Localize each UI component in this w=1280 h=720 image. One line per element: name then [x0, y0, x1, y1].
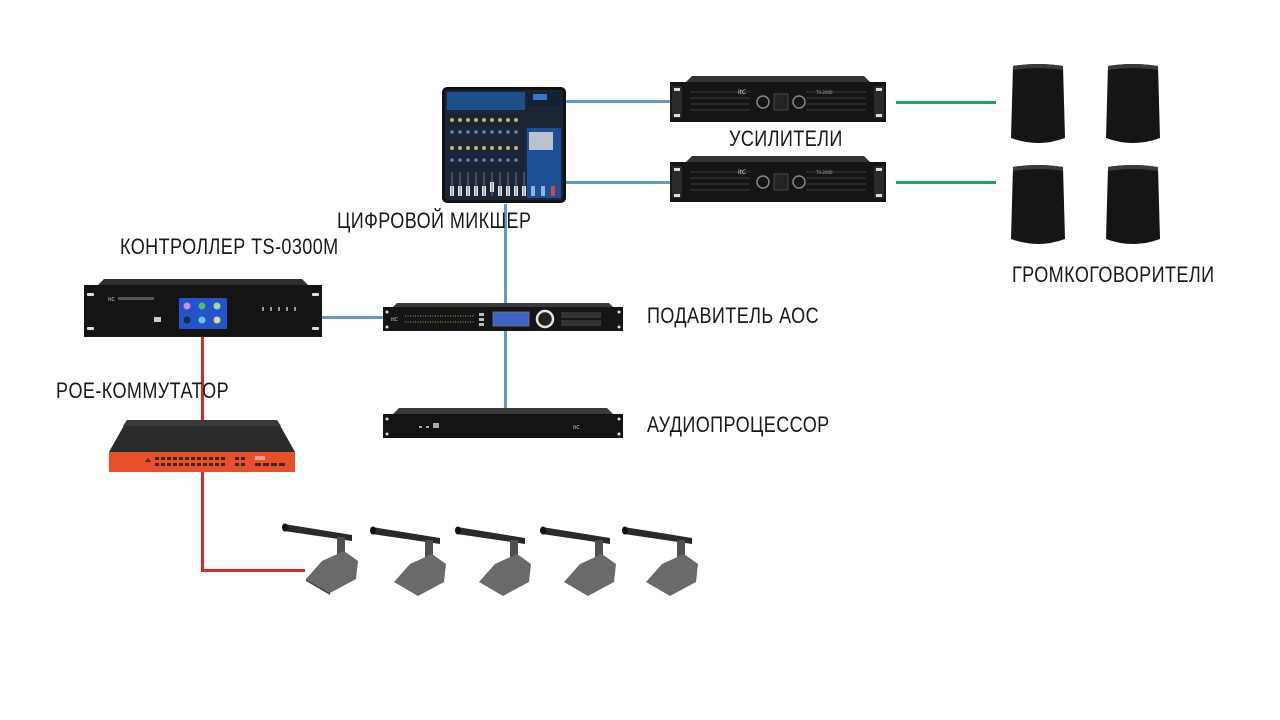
- amplifiers-label: Усилители: [729, 126, 843, 151]
- mixer-icon: [442, 87, 566, 203]
- cable-amp2-speakers: [896, 181, 996, 184]
- microphone-4[interactable]: [540, 524, 618, 598]
- cable-amp1-speakers: [896, 101, 996, 104]
- cable-switch-mic-vertical: [201, 470, 204, 571]
- svg-text:TS-2000: TS-2000: [815, 170, 833, 175]
- cable-mixer-suppressor: [504, 204, 507, 304]
- amplifier-icon: itC TS-2000: [670, 76, 886, 122]
- feedback-suppressor-label: Подавитель АОС: [647, 303, 820, 328]
- digital-mixer[interactable]: [441, 86, 567, 204]
- amplifier-2[interactable]: itC TS-2000: [670, 156, 886, 202]
- amplifier-1[interactable]: itC TS-2000: [670, 76, 886, 122]
- speaker-1[interactable]: [1010, 62, 1066, 146]
- speaker-3[interactable]: [1010, 163, 1066, 247]
- controller-ts-0300m[interactable]: itC: [84, 279, 322, 337]
- speaker-icon: [1106, 64, 1160, 143]
- cable-mixer-amp1: [566, 100, 672, 103]
- conference-microphone-icon: [455, 526, 531, 596]
- cable-suppressor-processor: [504, 330, 507, 410]
- speakers-label: Громкоговорители: [1012, 262, 1215, 287]
- speaker-icon: [1011, 64, 1065, 143]
- speaker-icon: [1106, 165, 1160, 244]
- poe-switch-label: PoE-коммутатор: [56, 378, 230, 403]
- svg-text:itC: itC: [738, 89, 746, 96]
- speaker-icon: [1011, 165, 1065, 244]
- conference-microphone-icon: [622, 526, 698, 596]
- cable-mixer-amp2: [566, 181, 672, 184]
- cable-switch-mic-horizontal: [201, 569, 305, 572]
- feedback-suppressor-icon: itC: [383, 303, 623, 331]
- svg-text:TS-2000: TS-2000: [815, 90, 833, 95]
- audio-processor-label: Аудиопроцессор: [647, 412, 830, 437]
- microphone-1[interactable]: [282, 521, 360, 595]
- svg-text:itC: itC: [573, 425, 580, 431]
- conference-microphone-icon: [370, 526, 446, 596]
- controller-label: Контроллер TS-0300M: [120, 234, 339, 259]
- conference-microphone-icon: [540, 526, 616, 596]
- conference-microphone-icon: [282, 523, 358, 595]
- feedback-suppressor[interactable]: itC: [383, 303, 623, 331]
- svg-text:itC: itC: [108, 297, 115, 303]
- svg-text:itC: itC: [391, 317, 398, 323]
- network-switch-icon: [109, 420, 295, 472]
- cable-controller-suppressor: [320, 316, 386, 319]
- speaker-2[interactable]: [1105, 62, 1161, 146]
- audio-processor[interactable]: itC: [383, 408, 623, 438]
- svg-text:itC: itC: [738, 169, 746, 176]
- microphone-3[interactable]: [455, 524, 533, 598]
- audio-processor-icon: itC: [383, 408, 623, 438]
- amplifier-icon: itC TS-2000: [670, 156, 886, 202]
- microphone-5[interactable]: [622, 524, 700, 598]
- poe-switch[interactable]: [109, 420, 295, 472]
- microphone-2[interactable]: [370, 524, 448, 598]
- speaker-4[interactable]: [1105, 163, 1161, 247]
- cable-controller-switch: [201, 336, 204, 422]
- mixer-label: Цифровой микшер: [337, 208, 532, 233]
- controller-icon: itC: [84, 279, 322, 337]
